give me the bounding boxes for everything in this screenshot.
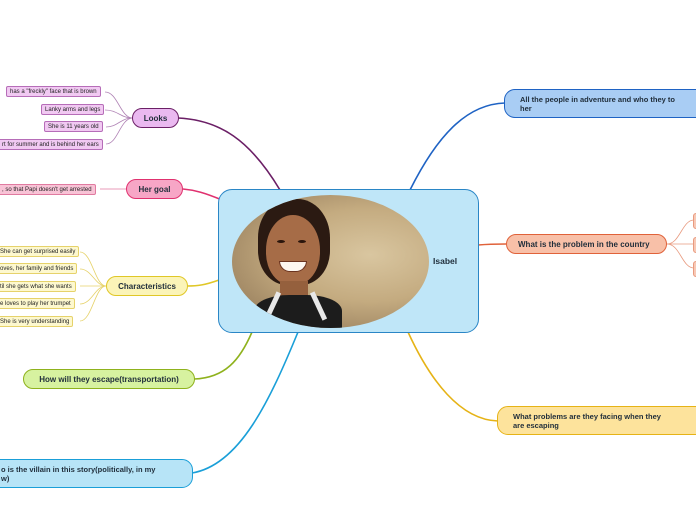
connector-looks: [177, 117, 281, 191]
branch-escape[interactable]: How will they escape(transportation): [23, 369, 195, 389]
connector-problems-escaping: [407, 331, 499, 422]
central-title: Isabel: [433, 256, 458, 266]
connector-villain: [191, 331, 299, 474]
people-label: All the people in adventure and who they…: [520, 94, 676, 113]
looks-leaf-3[interactable]: She is 11 years old: [44, 121, 103, 132]
connector-goal: [182, 188, 223, 201]
eye-left: [277, 240, 285, 243]
problem-country-leaf-2[interactable]: [693, 237, 696, 253]
branch-looks[interactable]: Looks: [132, 108, 179, 128]
villain-label: o is the villain in this story(political…: [1, 464, 156, 483]
branch-characteristics[interactable]: Characteristics: [106, 276, 188, 296]
characteristics-leaf-4[interactable]: e loves to play her trumpet: [0, 298, 75, 309]
eye-right: [298, 240, 306, 243]
connector-escape: [193, 331, 253, 380]
looks-leaf-4[interactable]: rt for summer and is behind her ears: [0, 139, 103, 150]
branch-villain[interactable]: o is the villain in this story(political…: [0, 459, 193, 488]
problems-escaping-label: What problems are they facing when they …: [513, 411, 661, 430]
characteristics-leaf-5[interactable]: She is very understanding: [0, 316, 74, 327]
branch-problem-country[interactable]: What is the problem in the country: [506, 234, 667, 254]
branch-problems-escaping[interactable]: What problems are they facing when they …: [497, 406, 696, 435]
branch-goal[interactable]: Her goal: [126, 179, 183, 199]
looks-leaf-2[interactable]: Lanky arms and legs: [41, 104, 105, 115]
characteristics-leaf-2[interactable]: oves, her family and friends: [0, 263, 78, 274]
connector-problem-country: [477, 243, 507, 246]
portrait-photo: [232, 195, 429, 328]
goal-leaf-1[interactable]: , so that Papi doesn't get arrested: [0, 184, 96, 195]
problem-country-leaf-3[interactable]: [693, 261, 696, 277]
characteristics-leaf-1[interactable]: She can get surprised easily: [0, 246, 80, 257]
central-topic[interactable]: Isabel: [218, 189, 479, 333]
looks-leaf-1[interactable]: has a "freckly" face that is brown: [6, 86, 101, 97]
characteristics-leaf-3[interactable]: til she gets what she wants: [0, 281, 76, 292]
branch-people[interactable]: All the people in adventure and who they…: [504, 89, 696, 118]
problem-country-leaf-1[interactable]: [693, 213, 696, 229]
problem-country-label: What is the problem in the country: [518, 239, 650, 249]
face-shape: [266, 215, 320, 285]
connector-characteristics: [186, 279, 220, 287]
connector-people: [409, 102, 506, 191]
